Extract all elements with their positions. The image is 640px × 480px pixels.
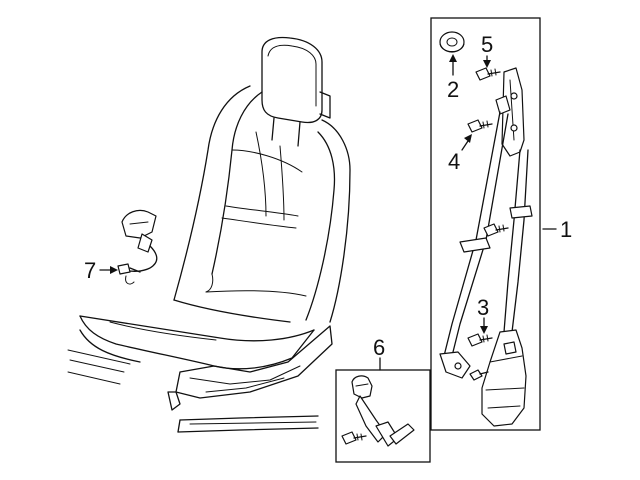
bolt-4 <box>467 119 493 133</box>
part-2-washer <box>439 31 465 53</box>
callout-1: 1 <box>560 217 572 242</box>
headrest <box>261 36 331 147</box>
callout-2: 2 <box>447 77 459 102</box>
bolt-mid <box>483 223 509 237</box>
part-7-buckle <box>117 209 158 285</box>
callout-3: 3 <box>477 295 489 320</box>
callout-labels: 1 2 3 4 5 6 7 <box>84 32 572 360</box>
bolt-3 <box>467 333 493 347</box>
seat-rail <box>177 415 319 433</box>
front-seat <box>67 36 351 433</box>
bolt-5 <box>475 67 501 81</box>
bolt-lower <box>469 369 489 381</box>
callout-7: 7 <box>84 258 96 283</box>
part-1-box <box>430 17 541 431</box>
part-6-box <box>335 369 431 463</box>
callout-4: 4 <box>448 149 460 174</box>
callout-6: 6 <box>373 335 385 360</box>
part-6-bolt <box>341 431 367 445</box>
seat-back <box>173 85 351 323</box>
callout-5: 5 <box>481 32 493 57</box>
leader-lines <box>99 54 557 371</box>
seat-cushion <box>67 315 333 411</box>
